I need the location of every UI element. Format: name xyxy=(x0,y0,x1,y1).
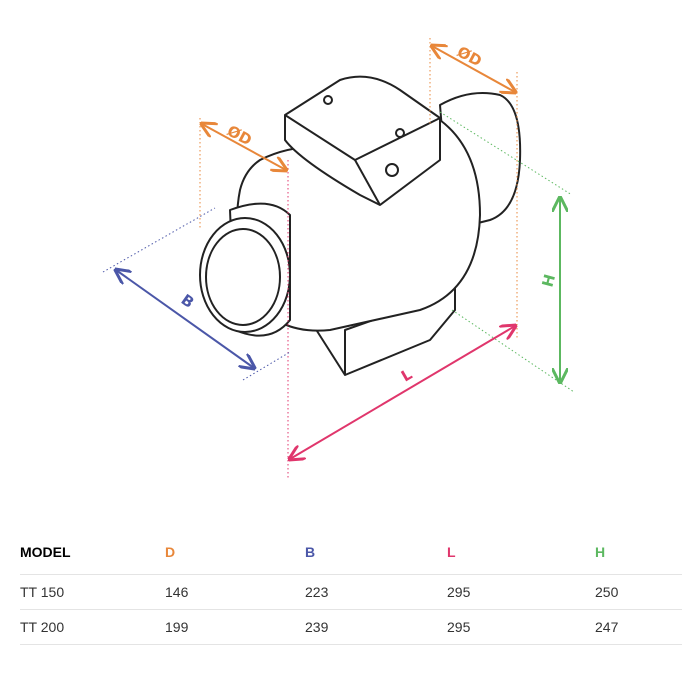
header-model: MODEL xyxy=(20,530,165,575)
cell-b: 239 xyxy=(305,609,447,645)
cell-l: 295 xyxy=(447,609,595,645)
cell-d: 199 xyxy=(165,609,305,645)
header-b: B xyxy=(305,530,447,575)
fan-body xyxy=(199,75,522,376)
cell-model: TT 200 xyxy=(20,609,165,645)
diameter-label-right: ØD xyxy=(454,43,485,71)
diameter-label-left: ØD xyxy=(224,122,255,150)
h-label: H xyxy=(538,272,559,289)
table-header-row: MODEL D B L H xyxy=(20,530,682,575)
fan-dimension-diagram: ØD ØD B L H xyxy=(102,38,575,478)
cell-h: 250 xyxy=(595,574,682,610)
header-l: L xyxy=(447,530,595,575)
header-h: H xyxy=(595,530,682,575)
cell-d: 146 xyxy=(165,574,305,610)
dimension-h: H xyxy=(439,111,575,393)
header-d: D xyxy=(165,530,305,575)
cell-b: 223 xyxy=(305,574,447,610)
table-row: TT 200 199 239 295 247 xyxy=(20,609,682,645)
cell-h: 247 xyxy=(595,609,682,645)
dimensions-table: MODEL D B L H TT 150 146 223 295 250 TT … xyxy=(20,530,682,645)
l-label: L xyxy=(398,365,416,386)
b-label: B xyxy=(178,291,198,312)
cell-l: 295 xyxy=(447,574,595,610)
table-row: TT 150 146 223 295 250 xyxy=(20,574,682,610)
cell-model: TT 150 xyxy=(20,574,165,610)
